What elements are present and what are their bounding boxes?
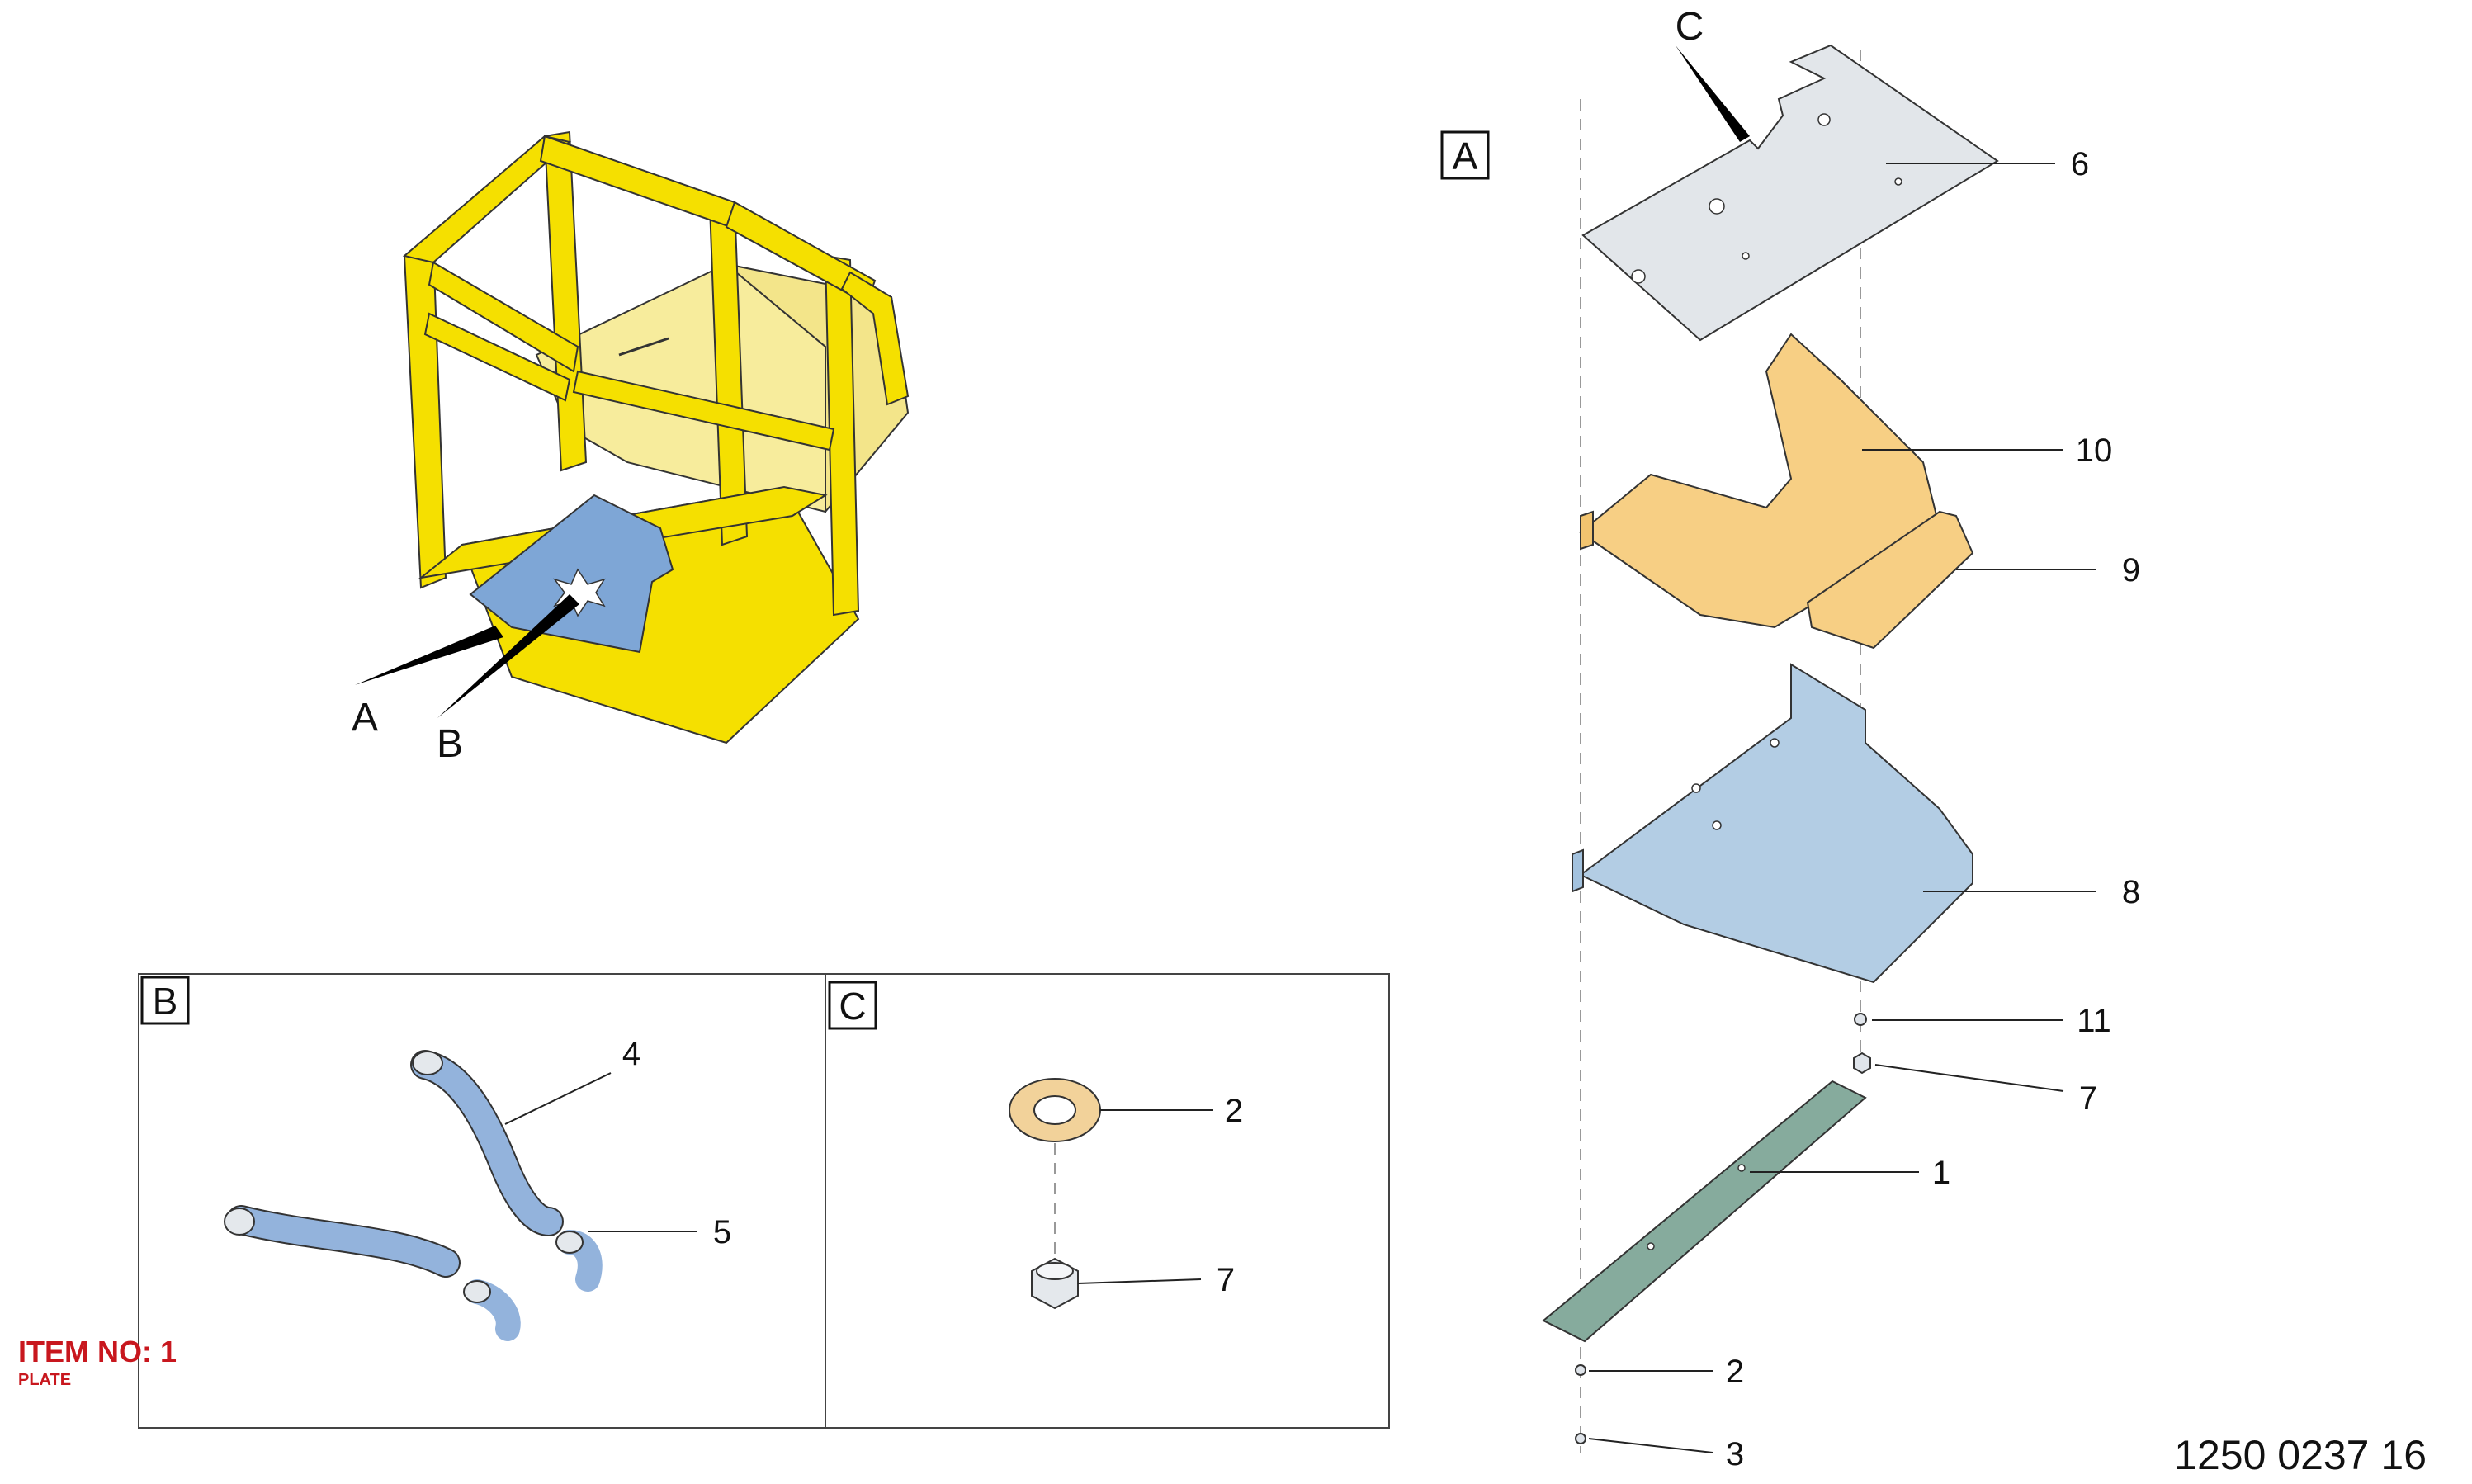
- part-10-flange: [1580, 510, 1594, 551]
- detail-c-box-label: C: [839, 985, 866, 1028]
- leader-4: [504, 1072, 612, 1125]
- highlight-star-icon: [553, 568, 606, 617]
- callout-2: 2: [1726, 1354, 1744, 1390]
- part-9-angle-plate: [1806, 510, 1974, 650]
- part-3-screw: [1575, 1433, 1586, 1444]
- pointer-b-arrow: [437, 594, 579, 718]
- detail-c-fasteners: C 2 7: [828, 981, 1243, 1310]
- callout-c-7: 7: [1217, 1262, 1235, 1298]
- callout-8: 8: [2122, 874, 2140, 910]
- cab-roof-rail-left: [402, 135, 572, 264]
- pointer-c-label: C: [1676, 5, 1704, 49]
- part-11-washer: [1854, 1013, 1867, 1026]
- part-6-hole: [1894, 177, 1902, 186]
- cab-roof-rail-front: [428, 261, 579, 373]
- leader-c-7: [1077, 1278, 1202, 1284]
- item-name-label: PLATE: [18, 1371, 71, 1389]
- detail-b-hoses: B 4 5: [140, 976, 731, 1341]
- cab-brace-diagonal: [423, 312, 571, 402]
- callout-6: 6: [2071, 146, 2089, 182]
- part-6-hole: [1817, 113, 1831, 126]
- cab-post-right: [824, 254, 860, 617]
- callout-5: 5: [713, 1214, 731, 1250]
- callout-7: 7: [2079, 1080, 2097, 1117]
- callout-c-2: 2: [1225, 1093, 1243, 1129]
- leader-7: [1874, 1064, 2064, 1092]
- detail-c-box: [828, 981, 877, 1030]
- part-8-hole: [1770, 738, 1780, 748]
- item-label: ITEM NO: 1 PLATE: [18, 1335, 177, 1389]
- leader-3: [1588, 1438, 1713, 1453]
- hose-clamp: [412, 1051, 443, 1075]
- part-8-flange: [1572, 848, 1584, 893]
- pointer-b-label: B: [437, 722, 463, 766]
- callout-9: 9: [2122, 552, 2140, 588]
- part-7-nut: [1853, 1052, 1871, 1075]
- part-4-upper-hose-fill: [412, 1052, 562, 1235]
- cab-post-center: [708, 201, 749, 546]
- part-7-nut-top: [1036, 1262, 1074, 1280]
- callout-11: 11: [2077, 1003, 2111, 1039]
- pointer-a-label: A: [352, 696, 378, 740]
- callout-3: 3: [1726, 1436, 1744, 1472]
- part-6-hole: [1742, 252, 1750, 260]
- pointer-a-arrow: [355, 626, 503, 685]
- cab-brace-mid: [572, 370, 835, 451]
- part-8-hole: [1712, 820, 1722, 830]
- cab-panel-slot: [618, 337, 669, 357]
- part-8-hole: [1691, 783, 1701, 793]
- detail-a-exploded-view: A C: [1440, 5, 2140, 1472]
- cab-post-left-rear: [543, 130, 588, 472]
- part-2-washer-small: [1575, 1364, 1586, 1376]
- callout-10: 10: [2076, 432, 2113, 469]
- part-1-hole: [1647, 1242, 1655, 1250]
- part-6-hole: [1631, 269, 1646, 284]
- cab-post-left-front: [403, 246, 447, 589]
- callout-4: 4: [622, 1036, 640, 1072]
- detail-b-box-label: B: [153, 980, 178, 1023]
- part-4-lower-hose-fill: [228, 1207, 459, 1276]
- part-8-blue-plate: [1579, 663, 1973, 984]
- hose-clamp: [555, 1231, 584, 1254]
- part-6-top-plate: [1581, 44, 1999, 342]
- detail-b-c-frame: [138, 973, 1390, 1429]
- cab-frame-overview: A B: [352, 130, 910, 766]
- part-2-washer-hole: [1033, 1095, 1076, 1125]
- cab-handrail: [840, 271, 910, 406]
- part-10-orange-plate: [1579, 333, 1941, 629]
- detail-a-box-label: A: [1453, 135, 1478, 177]
- figure-number: 1250 0237 16: [2174, 1432, 2427, 1478]
- detail-frame-outline: [138, 973, 1390, 1429]
- part-1-hole: [1737, 1164, 1746, 1172]
- part-6-hole: [1709, 198, 1725, 215]
- callout-1: 1: [1932, 1155, 1950, 1191]
- detail-a-box: [1440, 130, 1490, 180]
- detail-b-box: [140, 976, 190, 1025]
- hose-clamp: [224, 1208, 255, 1236]
- pointer-c-arrow: [1676, 45, 1750, 142]
- hose-clamp: [463, 1280, 491, 1303]
- part-1-green-plate: [1542, 1080, 1867, 1343]
- item-number-label: ITEM NO: 1: [18, 1335, 177, 1368]
